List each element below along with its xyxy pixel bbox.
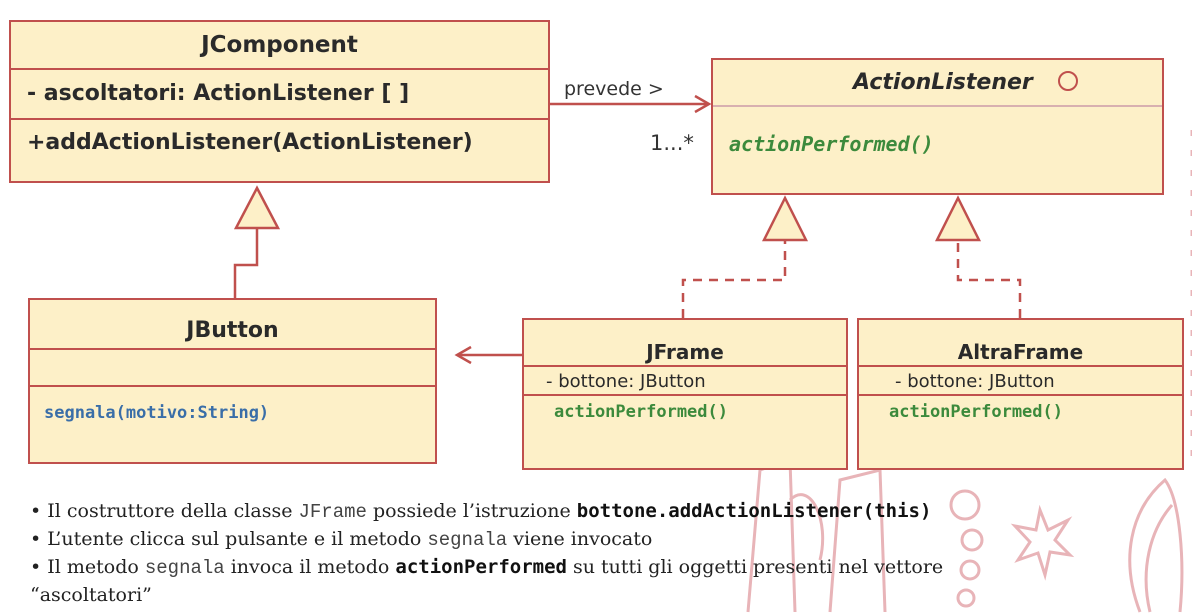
bullet-text: • L’utente clicca sul pulsante e il meto… [30, 528, 428, 550]
method-section: actionPerformed() [859, 396, 1182, 422]
class-title: JComponent [201, 32, 358, 58]
class-actionlistener: ActionListener actionPerformed() [711, 58, 1164, 195]
code-bold-text: bottone.addActionListener(this) [576, 500, 932, 522]
attribute-section: - bottone: JButton [859, 367, 1182, 396]
realization-line-altraframe [956, 240, 1022, 318]
class-altraframe: AltraFrame - bottone: JButton actionPerf… [857, 318, 1184, 470]
attribute-text: - bottone: JButton [546, 371, 706, 392]
class-name-section: JButton [30, 300, 435, 350]
method-text: +addActionListener(ActionListener) [27, 130, 473, 155]
bullet-text: invoca il metodo [224, 556, 396, 578]
method-section: actionPerformed() [713, 107, 1162, 156]
method-text: actionPerformed() [889, 402, 1063, 422]
attribute-section: - ascoltatori: ActionListener [ ] [11, 70, 548, 120]
code-text: segnala [144, 557, 225, 579]
bullet-text: • Il metodo [30, 556, 145, 578]
inheritance-line-jbutton [233, 228, 259, 298]
jframe-jbutton-arrowhead [454, 345, 472, 365]
bullet-text: viene invocato [507, 528, 653, 550]
code-text: JFrame [298, 501, 367, 523]
method-section: segnala(motivo:String) [30, 387, 435, 423]
class-jbutton: JButton segnala(motivo:String) [28, 298, 437, 464]
bullet-text: possiede l’istruzione [366, 500, 577, 522]
method-text: actionPerformed() [729, 132, 934, 156]
bullet-3: • Il metodo segnala invoca il metodo act… [30, 554, 1150, 582]
attribute-section: - bottone: JButton [524, 367, 846, 396]
class-jframe: JFrame - bottone: JButton actionPerforme… [522, 318, 848, 470]
association-label: prevede > [564, 78, 664, 100]
attribute-text: - bottone: JButton [895, 371, 1055, 392]
class-name-section: AltraFrame [859, 320, 1182, 367]
class-title: AltraFrame [957, 340, 1084, 364]
bullet-1: • Il costruttore della classe JFrame pos… [30, 498, 1150, 526]
attribute-text: - ascoltatori: ActionListener [ ] [27, 81, 410, 106]
explanation-bullets: • Il costruttore della classe JFrame pos… [30, 498, 1150, 609]
class-jcomponent: JComponent - ascoltatori: ActionListener… [9, 20, 550, 183]
method-section: actionPerformed() [524, 396, 846, 422]
class-title: JFrame [646, 340, 724, 364]
method-text: segnala(motivo:String) [44, 403, 270, 423]
code-bold-text: actionPerformed [395, 556, 567, 578]
association-multiplicity: 1...* [650, 131, 694, 155]
bullet-text: su tutti gli oggetti presenti nel vettor… [566, 556, 944, 578]
realization-triangle-altraframe [934, 195, 982, 242]
realization-line-jframe [681, 240, 787, 318]
bullet-text: • Il costruttore della classe [30, 500, 299, 522]
class-name-section: ActionListener [713, 60, 1162, 107]
bullet-3-continuation: “ascoltatori” [30, 584, 152, 606]
inheritance-triangle-jcomponent [233, 185, 281, 230]
bullet-2: • L’utente clicca sul pulsante e il meto… [30, 526, 1150, 554]
method-text: actionPerformed() [554, 402, 728, 422]
code-text: segnala [427, 529, 508, 551]
class-title: ActionListener [853, 70, 1033, 95]
method-section: +addActionListener(ActionListener) [11, 120, 548, 155]
realization-triangle-jframe [761, 195, 809, 242]
interface-circle-icon [1058, 71, 1078, 91]
class-name-section: JFrame [524, 320, 846, 367]
association-arrowhead [694, 94, 712, 114]
attribute-section [30, 350, 435, 387]
class-title: JButton [186, 318, 279, 343]
class-name-section: JComponent [11, 22, 548, 70]
